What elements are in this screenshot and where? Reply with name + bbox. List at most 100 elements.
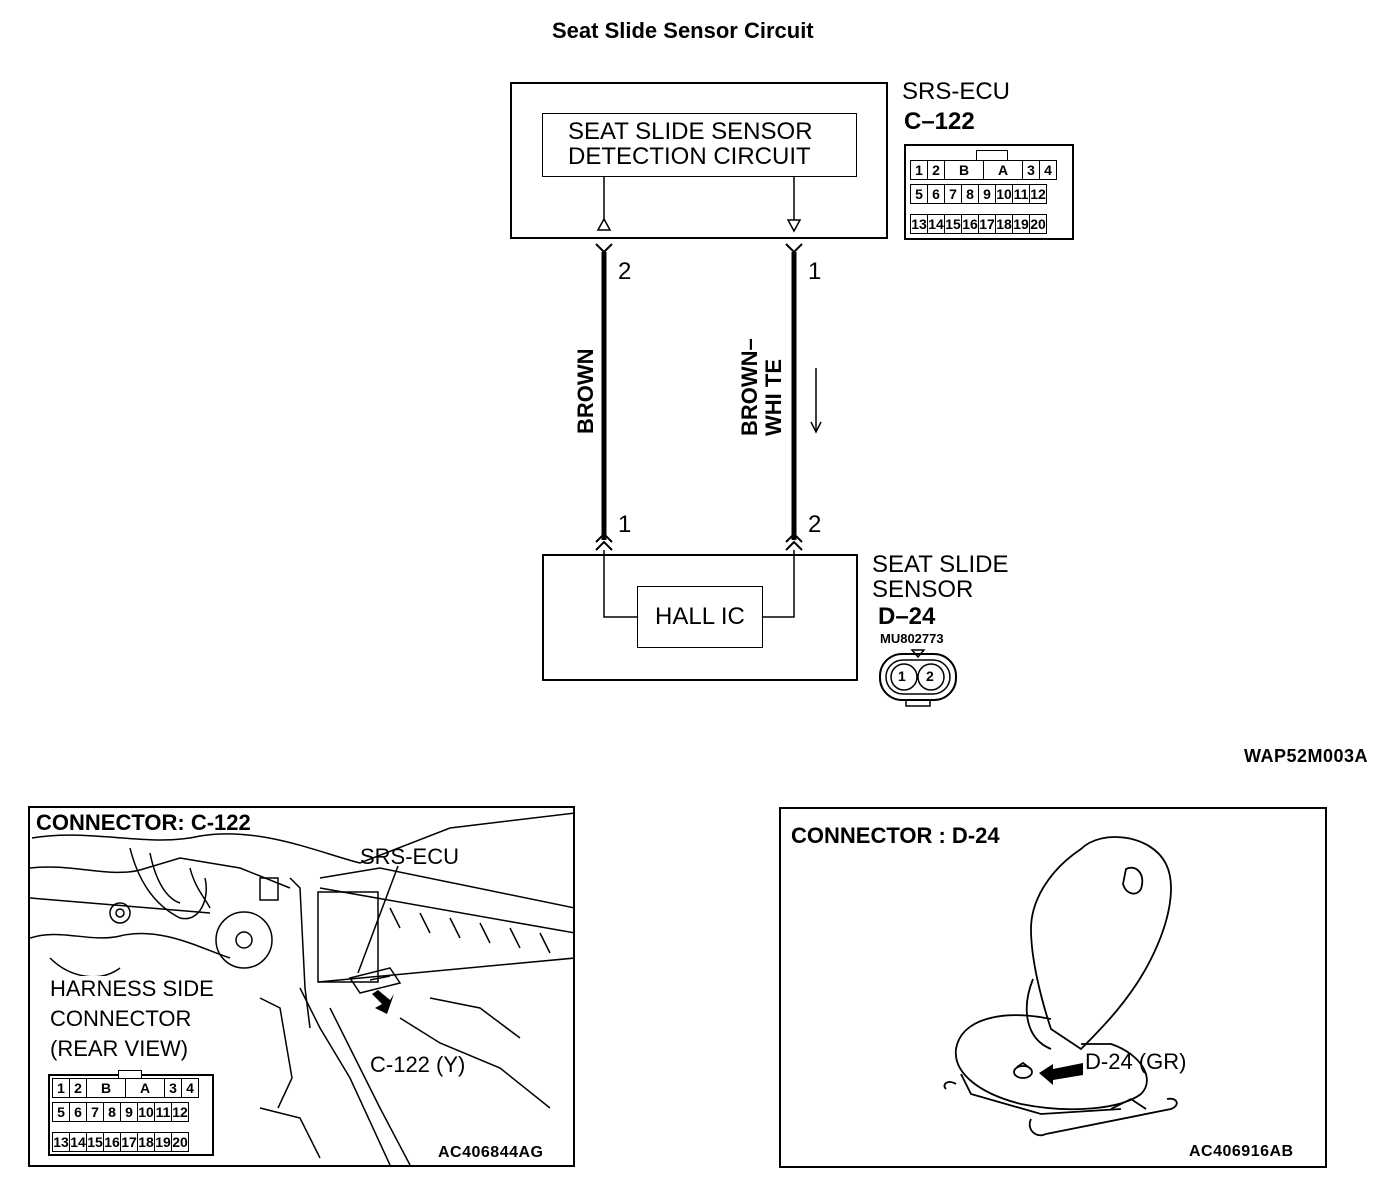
detection-circuit-box (542, 113, 857, 177)
seat-back-side (1025, 978, 1052, 1050)
dash-outline (30, 932, 231, 959)
wire-color-brown: BROWN (573, 348, 598, 434)
seat-backrest (1030, 836, 1172, 1051)
ecu-connector-row1: 1 2 B A 3 4 (910, 160, 1057, 180)
sensor-pin-2 (917, 663, 945, 691)
panel-pin: 16 (103, 1132, 121, 1152)
detection-circuit-label-1: SEAT SLIDE SENSOR (568, 118, 813, 145)
sensor-name-1: SEAT SLIDE (872, 551, 1009, 578)
ecu-pin: 20 (1029, 214, 1047, 234)
c122-callout: C-122 (Y) (370, 1052, 466, 1077)
connector-chevron (595, 532, 613, 543)
panel-pin: 1 (52, 1078, 70, 1098)
ecu-pin: 18 (995, 214, 1013, 234)
panel-pin: 19 (154, 1132, 172, 1152)
hall-ic-box (637, 586, 763, 648)
sensor-internal-line-left (603, 550, 637, 618)
panel-pin: 15 (86, 1132, 104, 1152)
d24-connector (1016, 1061, 1032, 1070)
panel-pin: 8 (103, 1102, 121, 1122)
panel-pin: 4 (181, 1078, 199, 1098)
connector-d24-panel: CONNECTOR : D-24 D-24 (GR) AC406916AB (779, 807, 1327, 1168)
ecu-pin-label-right: 1 (808, 258, 822, 285)
seat-slide-sensor-box (542, 554, 858, 681)
c122-panel-connector-latch (118, 1070, 142, 1079)
c122-panel-code: AC406844AG (438, 1144, 544, 1161)
panel-pin: 5 (52, 1102, 70, 1122)
ecu-connector-row2: 5 6 7 8 9 10 11 12 (910, 184, 1047, 204)
panel-pin: 12 (171, 1102, 189, 1122)
seat-cushion-bottom (960, 1073, 1122, 1115)
floor-console (319, 887, 573, 934)
connector-chevron (595, 243, 613, 254)
dashboard-illustration (30, 812, 573, 1165)
panel-pin: 17 (120, 1132, 138, 1152)
floor-line (317, 957, 573, 983)
ecu-pin: 10 (995, 184, 1013, 204)
seat-rail (329, 1007, 411, 1165)
dash-outline (30, 897, 211, 914)
seat-cushion (955, 1014, 1148, 1111)
seat-rail (259, 987, 391, 1165)
ecu-pin: 5 (910, 184, 928, 204)
bolt (109, 902, 131, 924)
wire-color-brown-white-2: WHI TE (761, 359, 786, 436)
sensor-pin-label-right: 2 (808, 511, 822, 538)
panel-pin: 13 (52, 1132, 70, 1152)
harness-side-label-2: CONNECTOR (50, 1006, 192, 1032)
seat-headrest-hole (1122, 866, 1144, 895)
floor-detail (399, 997, 551, 1109)
harness-side-label-3: (REAR VIEW) (50, 1036, 189, 1062)
c122-callout-arrow (372, 990, 394, 1014)
sensor-connector-pin-2: 2 (926, 668, 934, 684)
bracket (289, 877, 311, 1029)
sensor-connector-id: D–24 (878, 603, 936, 630)
panel-pin: 7 (86, 1102, 104, 1122)
ecu-pin: 15 (944, 214, 962, 234)
d24-panel-code: AC406916AB (1189, 1143, 1294, 1160)
panel-pin: 9 (120, 1102, 138, 1122)
dash-outline (31, 812, 573, 864)
ecu-connector-row3: 13 14 15 16 17 18 19 20 (910, 214, 1047, 234)
diagram-code: WAP52M003A (1244, 746, 1369, 766)
ecu-pin-label-left: 2 (618, 258, 632, 285)
connector-chevron (785, 243, 803, 254)
c122-panel-row1: 1 2 B A 3 4 (52, 1078, 199, 1098)
ecu-connector-latch (976, 150, 1008, 161)
d24-panel-title: CONNECTOR : D-24 (791, 823, 1000, 848)
arrow-head (810, 421, 822, 434)
connector-chevron (595, 540, 613, 551)
connector-c122-panel: CONNECTOR: C-122 SRS-ECU HARNESS SIDE CO… (28, 806, 575, 1167)
ecu-pin: 4 (1039, 160, 1057, 180)
c122-ecu-label: SRS-ECU (360, 844, 460, 869)
dash-outline (49, 957, 121, 978)
sensor-pin-label-left: 1 (618, 511, 632, 538)
ecu-input-triangle (596, 217, 612, 231)
panel-pin: 14 (69, 1132, 87, 1152)
diagram-title: Seat Slide Sensor Circuit (552, 18, 814, 43)
c122-panel-row2: 5 6 7 8 9 10 11 12 (52, 1102, 189, 1122)
wire-color-brown-white-1: BROWN– (737, 338, 762, 436)
sensor-pin-1 (890, 663, 918, 691)
seat-rail-front (943, 1081, 957, 1090)
d24-connector (1013, 1065, 1033, 1079)
seat-rail-detail (1110, 1097, 1147, 1110)
console-round (215, 911, 273, 969)
ecu-connector (369, 975, 391, 981)
sensor-part-number: MU802773 (880, 631, 944, 646)
floor-ribs (389, 907, 551, 954)
ecu-pin: 2 (927, 160, 945, 180)
panel-pin: 11 (154, 1102, 172, 1122)
ecu-pin: 14 (927, 214, 945, 234)
panel-pin: 2 (69, 1078, 87, 1098)
harness-side-label-1: HARNESS SIDE (50, 976, 214, 1002)
sensor-internal-line-right (762, 550, 795, 618)
srs-ecu-leader (357, 865, 399, 974)
panel-pin: 20 (171, 1132, 189, 1152)
floor-console (319, 867, 573, 909)
d24-callout-arrow (1039, 1063, 1083, 1085)
ecu-connector (348, 967, 402, 994)
ecu-connector-id: C–122 (904, 108, 975, 135)
panel-pin: A (125, 1078, 165, 1098)
